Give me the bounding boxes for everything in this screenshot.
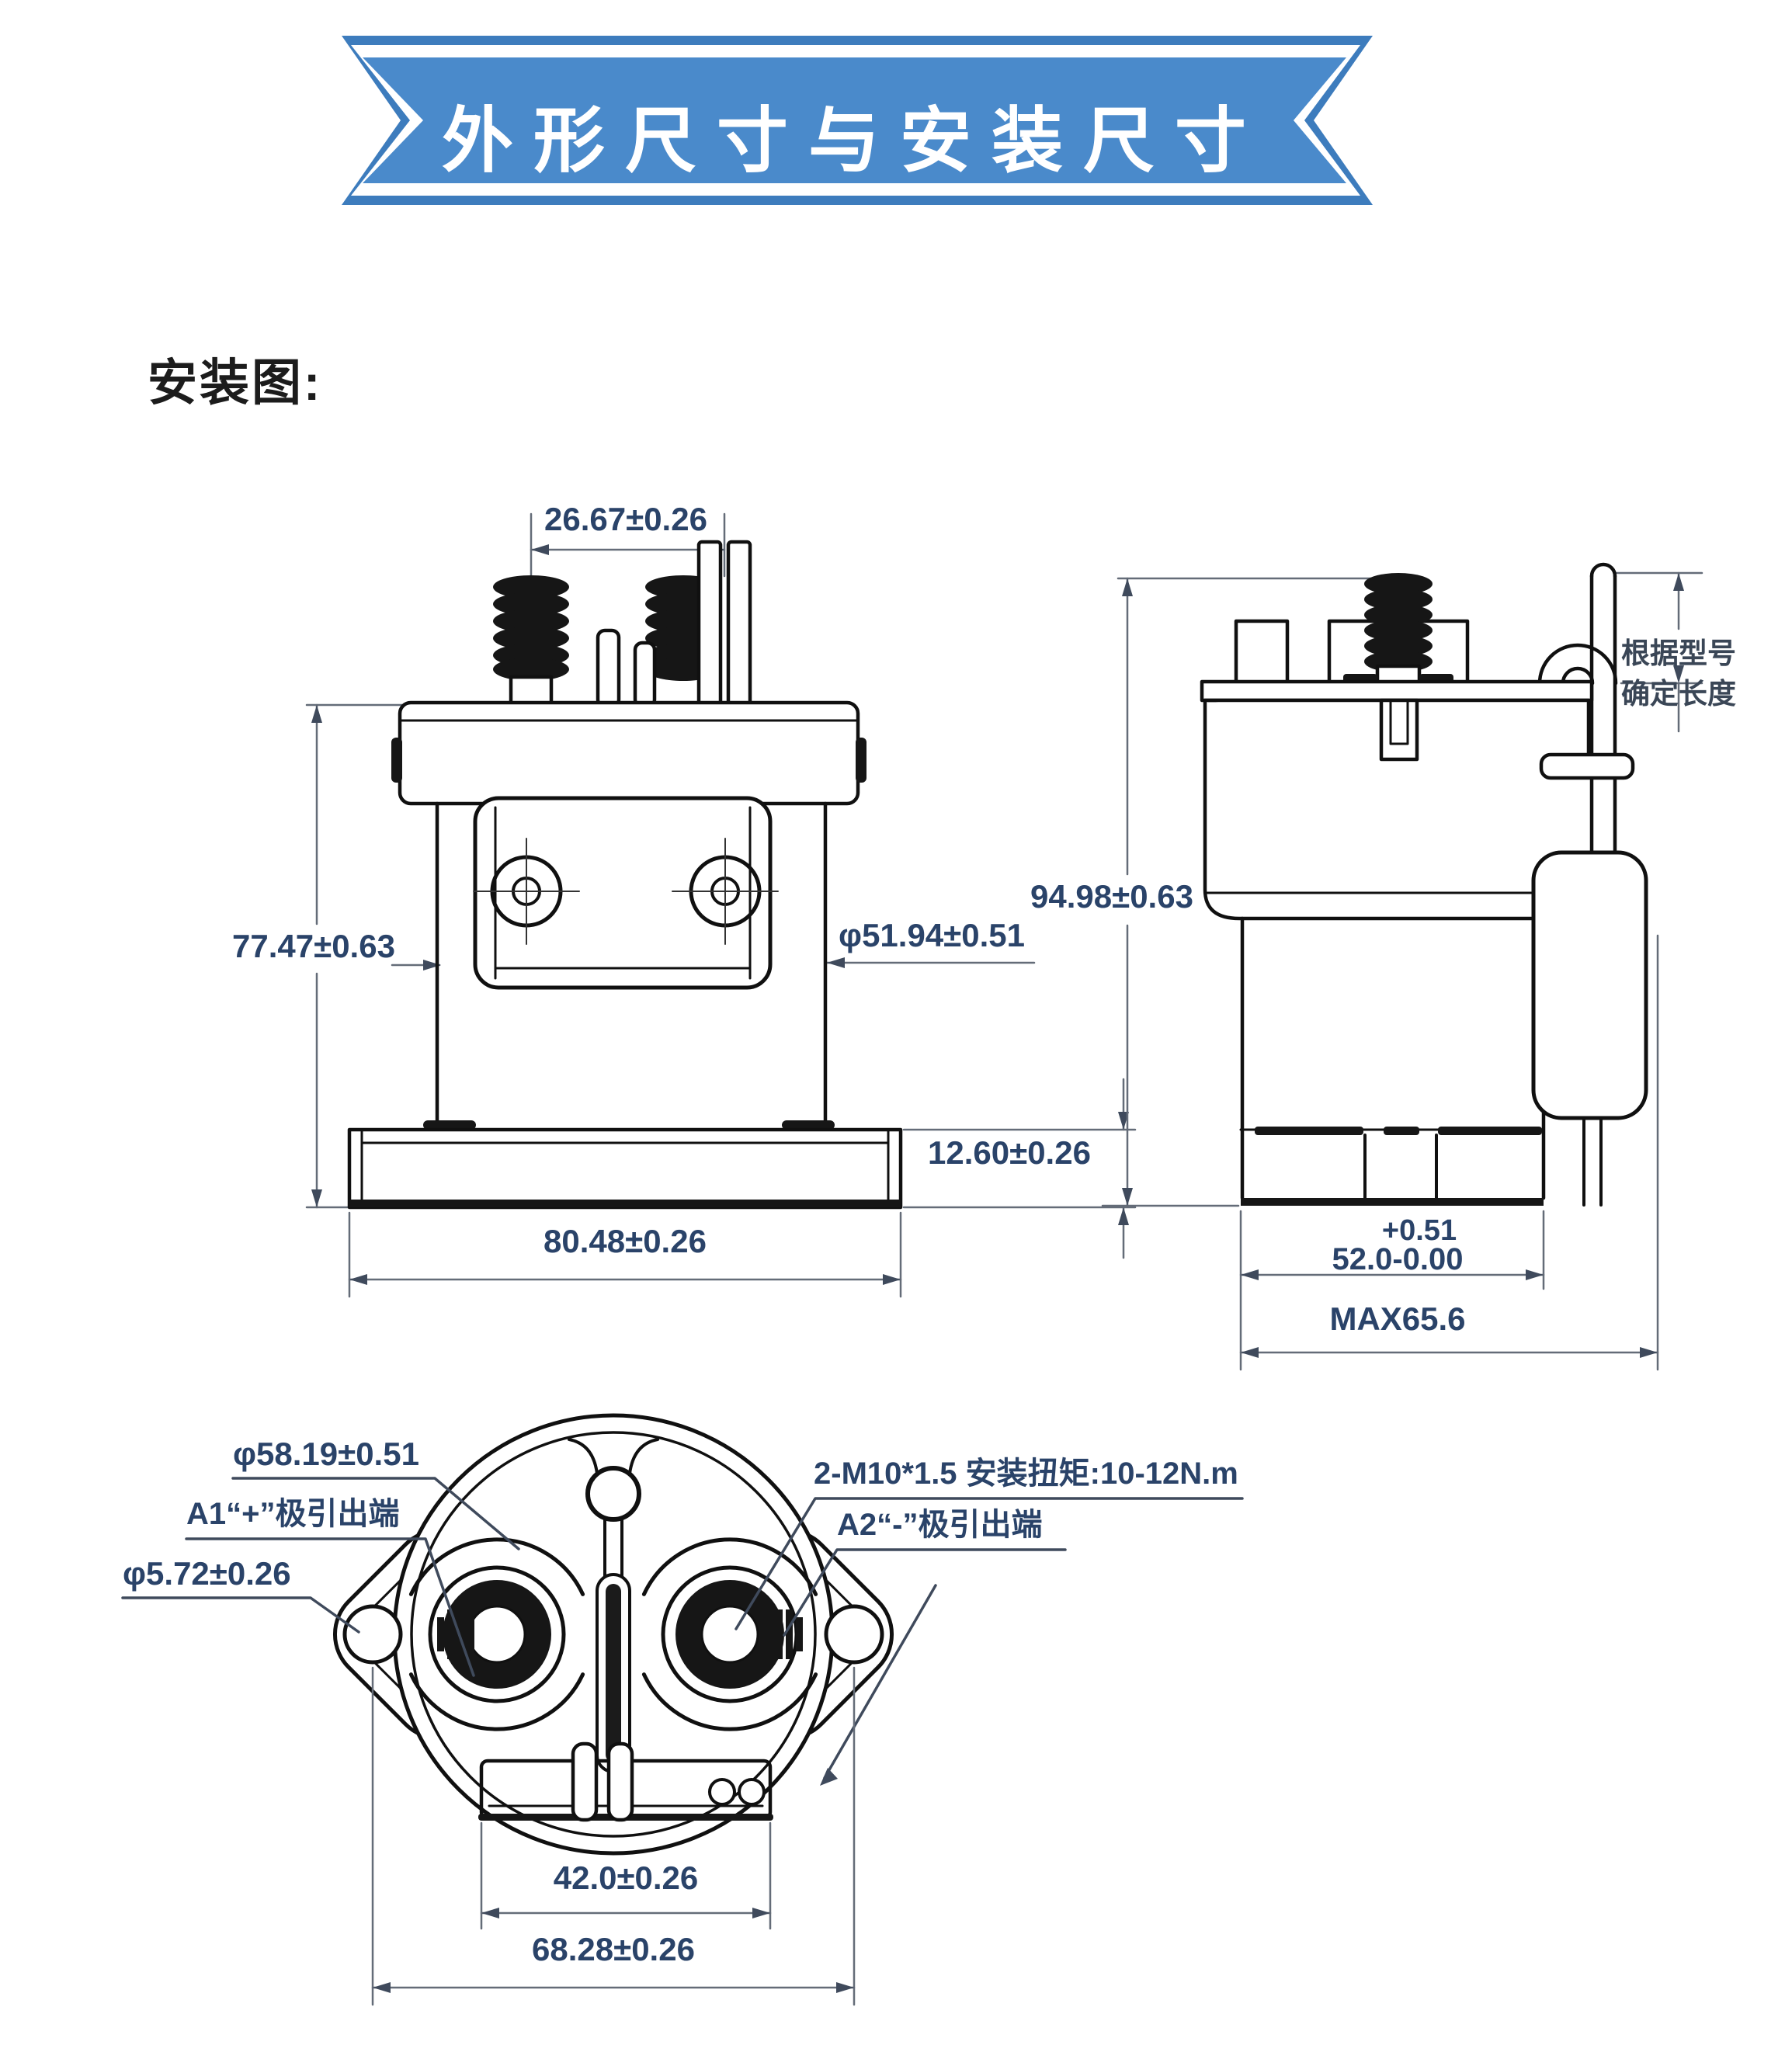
front-bracket-plate	[473, 796, 773, 990]
bottom-label-thread-torque: 2-M10*1.5 安装扭矩:10-12N.m	[814, 1457, 1238, 1491]
bottom-pin-2	[606, 1741, 634, 1822]
banner-title: 外形尺寸与安装尺寸	[441, 102, 1267, 181]
side-dim-base-width: 52.0-0.00	[1332, 1242, 1464, 1276]
front-blade-terminal-1	[696, 540, 723, 709]
front-dim-flange-width: 80.48±0.26	[544, 1223, 707, 1259]
bottom-label-a1-terminal: A1“+”极引出端	[186, 1497, 400, 1531]
bottom-mount-hole-left	[342, 1604, 403, 1665]
bottom-terminal-a1	[408, 1537, 585, 1731]
side-body-sides	[1240, 916, 1546, 1200]
bottom-dim-mount-hole-spacing: 68.28±0.26	[532, 1931, 695, 1967]
bottom-dim-mount-hole-diameter: φ5.72±0.26	[123, 1555, 291, 1592]
side-lead-note: 根据型号 确定长度	[1621, 634, 1736, 714]
side-lead-note-line2: 确定长度	[1621, 677, 1736, 710]
section-heading: 安装图:	[148, 355, 323, 411]
side-wire-lead	[1589, 574, 1617, 864]
side-cap	[1203, 698, 1591, 921]
bottom-emboss-marks	[437, 1609, 803, 1659]
side-top-plate	[1200, 679, 1594, 703]
side-pocket	[1379, 698, 1419, 762]
side-cap-step	[1539, 752, 1635, 780]
front-blade-terminal-2	[726, 540, 752, 709]
banner-ribbon	[342, 36, 1373, 205]
front-dim-body-diameter: φ51.94±0.51	[839, 917, 1025, 953]
side-base-bottom	[1241, 1198, 1544, 1206]
side-dim-base-width-tol: +0.51	[1381, 1214, 1457, 1247]
bottom-dim-flange-diameter: φ58.19±0.51	[233, 1436, 419, 1472]
front-body-sides	[435, 801, 828, 1132]
front-dim-height: 77.47±0.63	[232, 928, 395, 964]
side-dim-max-width: MAX65.6	[1329, 1300, 1466, 1337]
side-wire-hook	[1537, 643, 1618, 686]
front-dim-stud-spacing: 26.67±0.26	[544, 501, 707, 537]
front-cap	[398, 700, 860, 806]
bottom-pin-1	[571, 1741, 599, 1822]
bottom-view-drawing	[121, 1413, 1244, 2006]
front-cap-tab-right	[856, 738, 866, 783]
bottom-label-a2-terminal: A2“-”极引出端	[837, 1508, 1043, 1542]
front-coil-pin-2	[633, 641, 657, 709]
side-pin	[1234, 619, 1290, 686]
front-view-drawing	[305, 512, 1137, 1298]
bottom-dim-base-plate-width: 42.0±0.26	[553, 1859, 699, 1896]
side-threaded-stud	[1364, 573, 1433, 672]
bottom-dimension-lines	[371, 1666, 856, 2006]
bottom-leader-lines	[121, 1477, 1244, 1780]
side-component-pod	[1531, 850, 1648, 1120]
banner-ribbon-panel	[363, 57, 1346, 183]
side-lead-note-line1: 根据型号	[1621, 637, 1736, 669]
side-dimension-arrows	[1122, 573, 1684, 1358]
side-view-drawing	[1101, 562, 1703, 1371]
bottom-small-hole-1	[708, 1778, 736, 1806]
front-hole-crosshairs	[473, 838, 779, 945]
front-dimension-lines	[305, 512, 1137, 1298]
front-dim-flange-thickness: 12.60±0.26	[928, 1134, 1091, 1171]
bottom-keyhole-ring	[585, 1466, 641, 1522]
side-dim-total-height: 94.98±0.63	[1030, 878, 1193, 915]
front-stud-neck	[509, 675, 554, 707]
front-mounting-flange	[347, 1127, 903, 1210]
bottom-small-hole-2	[738, 1778, 766, 1806]
front-cap-tab-left	[391, 738, 402, 783]
bottom-mount-hole-right	[824, 1604, 884, 1665]
bottom-dimension-arrows	[373, 1908, 854, 1993]
bottom-leader-arrow	[820, 1768, 838, 1786]
side-dimension-lines	[1101, 571, 1703, 1371]
front-coil-pin-1	[596, 628, 621, 709]
